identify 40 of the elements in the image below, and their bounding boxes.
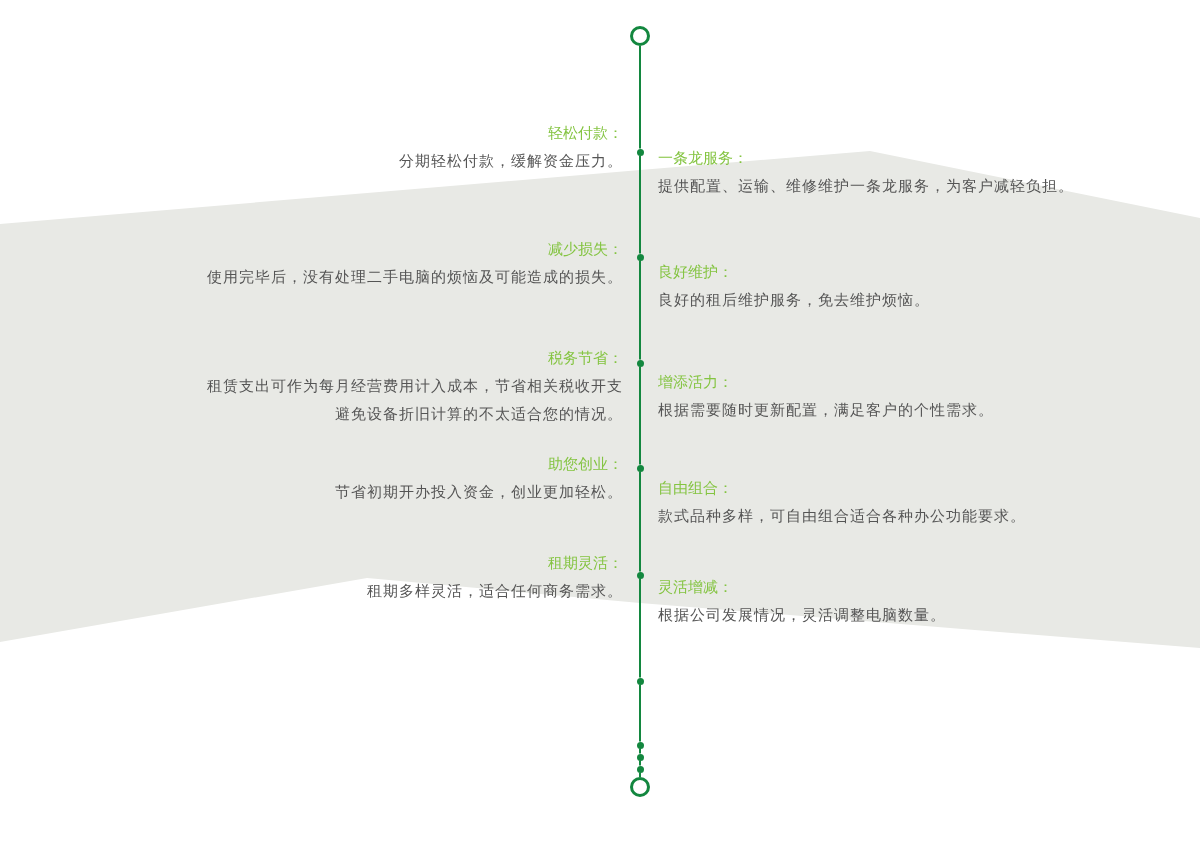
timeline-line: [639, 747, 641, 755]
entry-description: 根据需要随时更新配置，满足客户的个性需求。: [658, 400, 994, 421]
entry-description: 租期多样灵活，适合任何商务需求。: [367, 581, 623, 602]
entry-description: 款式品种多样，可自由组合适合各种办公功能要求。: [658, 506, 1026, 527]
entry-heading: 税务节省：: [548, 348, 623, 369]
timeline-line: [639, 683, 641, 743]
timeline-dot: [636, 359, 644, 367]
timeline-dot: [636, 464, 644, 472]
entry-description: 分期轻松付款，缓解资金压力。: [399, 151, 623, 172]
timeline-dot: [636, 765, 644, 773]
entry-heading: 良好维护：: [658, 262, 733, 283]
entry-description: 使用完毕后，没有处理二手电脑的烦恼及可能造成的损失。: [207, 267, 623, 288]
entry-heading: 减少损失：: [548, 239, 623, 260]
entry-description: 良好的租后维护服务，免去维护烦恼。: [658, 290, 930, 311]
timeline-dot: [636, 253, 644, 261]
timeline-ring: [630, 26, 650, 46]
entry-heading: 助您创业：: [548, 454, 623, 475]
entry-description: 提供配置、运输、维修维护一条龙服务，为客户减轻负担。: [658, 176, 1074, 197]
timeline-dot: [636, 148, 644, 156]
timeline-ring: [630, 777, 650, 797]
timeline-line: [639, 759, 641, 767]
entry-description: 根据公司发展情况，灵活调整电脑数量。: [658, 605, 946, 626]
timeline-line: [639, 365, 641, 466]
timeline-dot: [636, 753, 644, 761]
timeline-line: [639, 154, 641, 255]
entry-heading: 轻松付款：: [548, 123, 623, 144]
timeline-dot: [636, 571, 644, 579]
timeline-line: [639, 470, 641, 573]
entry-heading: 一条龙服务：: [658, 148, 748, 169]
entry-description: 租赁支出可作为每月经营费用计入成本，节省相关税收开支避免设备折旧计算的不太适合您的情况。: [206, 376, 623, 425]
timeline-line: [639, 259, 641, 361]
entry-heading: 自由组合：: [658, 478, 733, 499]
entry-heading: 增添活力：: [658, 372, 733, 393]
entry-heading: 灵活增减：: [658, 577, 733, 598]
timeline-line: [639, 45, 641, 150]
entry-description: 节省初期开办投入资金，创业更加轻松。: [335, 482, 623, 503]
timeline-dot: [636, 741, 644, 749]
timeline-line: [639, 577, 641, 679]
timeline-dot: [636, 677, 644, 685]
entry-heading: 租期灵活：: [548, 553, 623, 574]
